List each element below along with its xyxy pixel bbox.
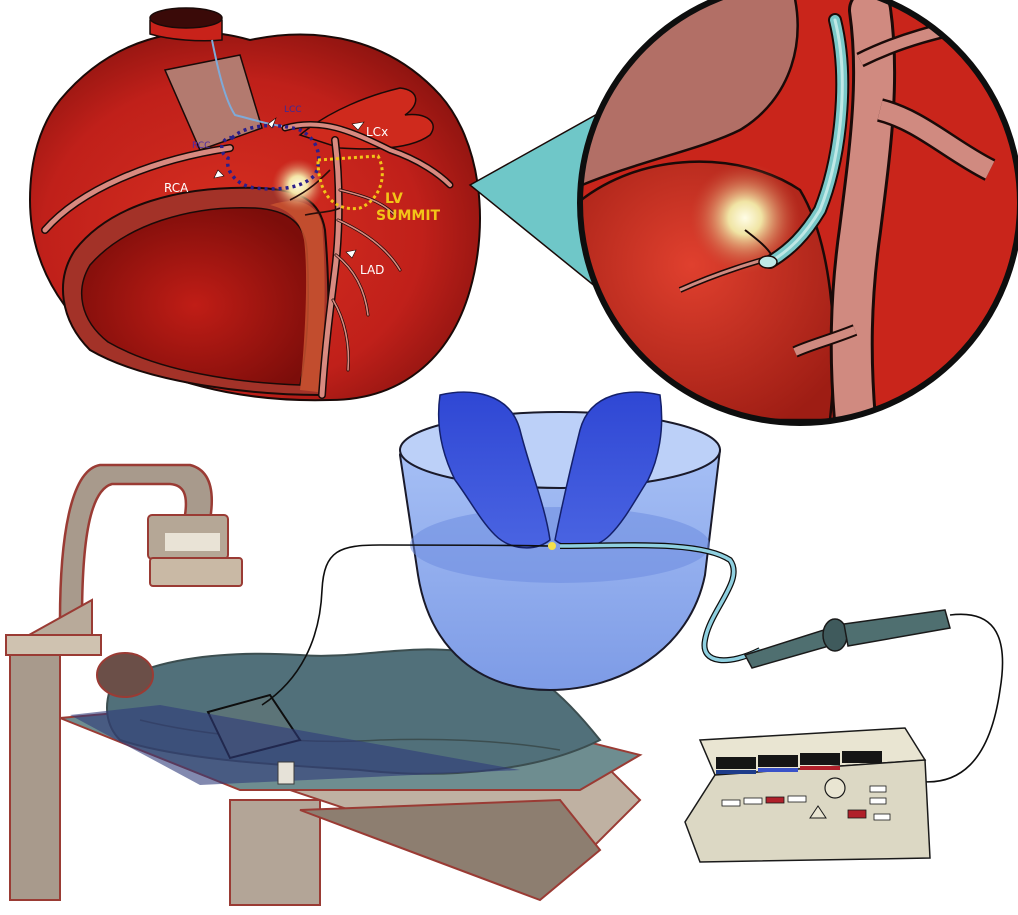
saline-bowl — [400, 392, 720, 690]
label-rcc: RCC — [192, 141, 210, 151]
rf-generator — [685, 728, 930, 862]
label-lv: LV — [385, 191, 403, 207]
label-lcc: LCC — [284, 105, 302, 115]
heart-anatomy: LCC RCC LCx RCA LAD LV SUMMIT — [30, 8, 480, 400]
label-summit: SUMMIT — [376, 208, 441, 224]
label-lad: LAD — [360, 263, 384, 277]
label-lcx: LCx — [366, 125, 388, 139]
label-rca: RCA — [164, 181, 189, 195]
patient-head — [97, 653, 153, 697]
summit-glow — [272, 159, 324, 211]
